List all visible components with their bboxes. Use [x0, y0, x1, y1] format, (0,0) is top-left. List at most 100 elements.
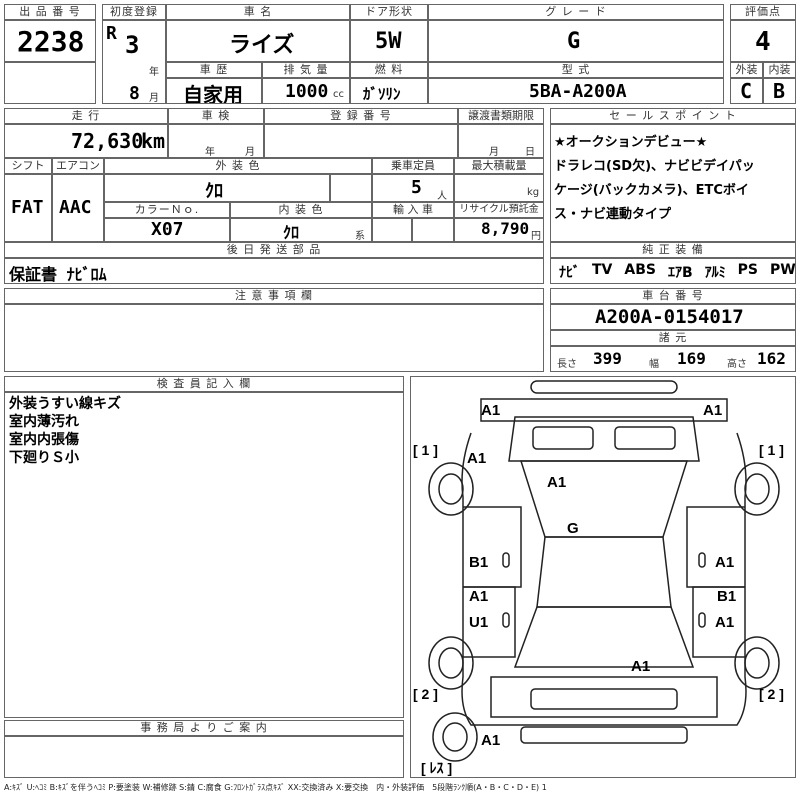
- equipment-item: ｴｱB: [667, 265, 693, 281]
- damage-mark: B1: [717, 588, 736, 605]
- length-label: 長さ: [557, 359, 577, 370]
- mileage-header: 走 行: [4, 108, 168, 124]
- score-header: 評価点: [730, 4, 796, 20]
- capacity-header: 乗車定員: [372, 158, 454, 174]
- damage-mark: B1: [469, 554, 488, 571]
- spec-cell: 長さ 399 幅 169 高さ 162: [550, 346, 796, 372]
- equipment-header: 純 正 装 備: [550, 242, 796, 258]
- ac-cell: AAC: [52, 174, 104, 242]
- color-header: 外 装 色: [104, 158, 372, 174]
- displacement: 1000: [285, 81, 329, 102]
- int-color-cell: ｸﾛ 系: [230, 218, 372, 242]
- exterior-header: 外装: [730, 62, 763, 78]
- import-cell-2: [412, 218, 454, 242]
- damage-mark: A1: [481, 732, 500, 749]
- model-cell: 5BA-A200A: [428, 78, 724, 104]
- damage-mark: U1: [469, 614, 488, 631]
- ac: AAC: [59, 197, 92, 218]
- lot-no: 2238: [17, 25, 85, 58]
- damage-mark: G: [567, 520, 579, 537]
- tire-label-rr: [ 2 ]: [759, 686, 784, 702]
- shift-cell: FAT: [4, 174, 52, 242]
- mileage-unit: km: [141, 129, 166, 153]
- int-color-unit: 系: [355, 231, 365, 242]
- car-name-cell: ライズ: [166, 20, 350, 62]
- recycle-cell: 8,790 円: [454, 218, 544, 242]
- int-color-header: 内 装 色: [230, 202, 372, 218]
- parts-header: 後 日 発 送 部 品: [4, 242, 544, 258]
- displacement-unit: cc: [333, 89, 344, 100]
- fuel: ｶﾞｿﾘﾝ: [363, 85, 401, 103]
- equipment-item: PS: [737, 262, 758, 278]
- car-name: ライズ: [229, 33, 295, 58]
- model-header: 型 式: [428, 62, 724, 78]
- recycle: 8,790: [481, 219, 530, 238]
- length: 399: [593, 349, 622, 368]
- spec-header: 諸 元: [550, 330, 796, 346]
- width-label: 幅: [649, 359, 659, 370]
- damage-mark: A1: [631, 658, 650, 675]
- capacity-cell: 5 人: [372, 174, 454, 202]
- score-cell: 4: [730, 20, 796, 62]
- fuel-cell: ｶﾞｿﾘﾝ: [350, 78, 428, 104]
- reg-year: 3: [125, 31, 140, 59]
- month-unit: 月: [149, 93, 159, 104]
- color-no-cell: X07: [104, 218, 230, 242]
- inspector-cell: 外装うすい線キズ 室内薄汚れ 室内内張傷 下廻りＳ小: [4, 392, 404, 718]
- spare-label: [ ﾚｽ ]: [421, 760, 452, 776]
- recycle-header: リサイクル預託金: [454, 202, 544, 218]
- interior: B: [773, 79, 786, 103]
- inspector-line: 室内内張傷: [9, 432, 79, 448]
- capacity: 5: [411, 177, 422, 198]
- door-header: ドア形状: [350, 4, 428, 20]
- interior-header: 内装: [763, 62, 796, 78]
- color-no-header: カラーＮｏ.: [104, 202, 230, 218]
- sales-point-cell: ★オークションデビュー★ ドラレコ(SD欠)、ナビビデイパッ ケージ(バックカメ…: [550, 124, 796, 242]
- inspection-cell: 年 月: [168, 124, 264, 158]
- transfer-month-unit: 月: [489, 147, 499, 158]
- equipment-item: TV: [592, 262, 613, 278]
- sales-point-line: ケージ(バックカメラ)、ETCボイ: [554, 183, 749, 198]
- door: 5W: [375, 29, 402, 54]
- reg-no-cell: [264, 124, 458, 158]
- damage-mark: A1: [703, 402, 722, 419]
- displacement-cell: 1000 cc: [262, 78, 350, 104]
- capacity-unit: 人: [437, 191, 447, 202]
- chassis-header: 車 台 番 号: [550, 288, 796, 304]
- lot-blank: [4, 62, 96, 104]
- shift: FAT: [11, 197, 44, 218]
- parts-cell: 保証書 ﾅﾋﾞﾛﾑ: [4, 258, 544, 284]
- mileage: 72,630: [71, 129, 144, 153]
- interior-cell: B: [763, 78, 796, 104]
- lot-no-cell: 2238: [4, 20, 96, 62]
- load-cell: kg: [454, 174, 544, 202]
- history: 自家用: [183, 83, 243, 104]
- sales-point-line: ス・ナビ連動タイプ: [554, 207, 672, 222]
- year-unit: 年: [149, 67, 159, 78]
- damage-mark: A1: [547, 474, 566, 491]
- reg-month: 8: [129, 83, 140, 104]
- transfer-cell: 月 日: [458, 124, 544, 158]
- equipment-list: ﾅﾋﾞ TV ABS ｴｱB ｱﾙﾐ PS PW: [559, 262, 796, 282]
- damage-mark: A1: [715, 614, 734, 631]
- sales-point-header: セ ー ル ス ポ イ ン ト: [550, 108, 796, 124]
- damage-mark: A1: [467, 450, 486, 467]
- chassis-number: A200A-0154017: [595, 306, 744, 328]
- notes-header: 注 意 事 項 欄: [4, 288, 544, 304]
- equipment-item: ABS: [624, 262, 656, 278]
- transfer-day-unit: 日: [525, 147, 535, 158]
- grade-cell: G: [428, 20, 724, 62]
- grade: G: [567, 29, 581, 54]
- import-cell: [372, 218, 412, 242]
- equipment-item: PW: [770, 262, 796, 278]
- fuel-header: 燃 料: [350, 62, 428, 78]
- load-header: 最大積載量: [454, 158, 544, 174]
- first-reg-cell: R 3 年 8 月: [102, 20, 166, 104]
- tire-label-fr: [ 1 ]: [759, 442, 784, 458]
- width: 169: [677, 349, 706, 368]
- equipment-cell: ﾅﾋﾞ TV ABS ｴｱB ｱﾙﾐ PS PW: [550, 258, 796, 284]
- mileage-cell: 72,630 km: [4, 124, 168, 158]
- car-diagram-frame: A1 A1 A1 A1 G B1 A1 A1 B1 U1 A1 A1 A1 [ …: [410, 376, 796, 778]
- parts: 保証書 ﾅﾋﾞﾛﾑ: [9, 265, 107, 284]
- inspector-line: 下廻りＳ小: [9, 450, 79, 466]
